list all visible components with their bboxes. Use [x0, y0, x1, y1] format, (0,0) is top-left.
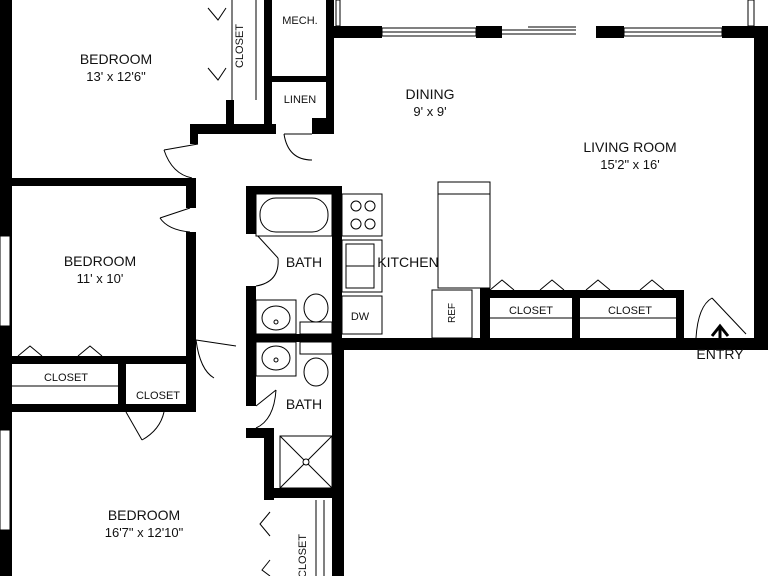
closet-living-right-label: CLOSET [608, 305, 652, 317]
windows [0, 0, 755, 531]
bath-lower-name: BATH [286, 396, 322, 412]
bath-upper-name: BATH [286, 254, 322, 270]
closet-mid-left-label: CLOSET [44, 372, 88, 384]
entry-label: ENTRY [696, 346, 744, 362]
sink-lower [255, 341, 297, 377]
entry-arrow [710, 323, 730, 346]
bedroom-top-dims: 13' x 12'6" [86, 69, 146, 84]
bedroom-mid-name: BEDROOM [64, 253, 136, 269]
dishwasher [341, 295, 383, 335]
bedroom-mid-dims: 11' x 10' [77, 271, 124, 286]
refrigerator-label: REF [447, 303, 458, 323]
bedroom-bottom-dims: 16'7" x 12'10" [105, 525, 184, 540]
sliding-door [502, 26, 576, 35]
closet-mid-right-label: CLOSET [136, 390, 180, 402]
mech-label: MECH. [282, 15, 317, 27]
toilet-lower [299, 341, 333, 387]
kitchen-counter [437, 181, 491, 289]
dishwasher-label: DW [351, 311, 370, 323]
kitchen-name: KITCHEN [377, 254, 438, 270]
closet-doors [12, 0, 676, 576]
bathtub [255, 193, 333, 237]
toilet-upper [299, 293, 333, 335]
linen-label: LINEN [284, 94, 316, 106]
sink-upper [255, 299, 297, 335]
refrigerator [431, 289, 473, 339]
dining-name: DINING [406, 86, 455, 102]
living-room-name: LIVING ROOM [583, 139, 676, 155]
bedroom-top-name: BEDROOM [80, 51, 152, 67]
stove [341, 193, 383, 237]
dining-dims: 9' x 9' [413, 104, 446, 119]
doors [125, 133, 747, 441]
closet-top-label: CLOSET [234, 24, 246, 68]
shower [279, 435, 333, 489]
kitchen-sink [341, 239, 383, 293]
living-room-dims: 15'2" x 16' [600, 157, 659, 172]
bedroom-bottom-name: BEDROOM [108, 507, 180, 523]
closet-bottom-label: CLOSET [297, 534, 309, 576]
closet-living-left-label: CLOSET [509, 305, 553, 317]
